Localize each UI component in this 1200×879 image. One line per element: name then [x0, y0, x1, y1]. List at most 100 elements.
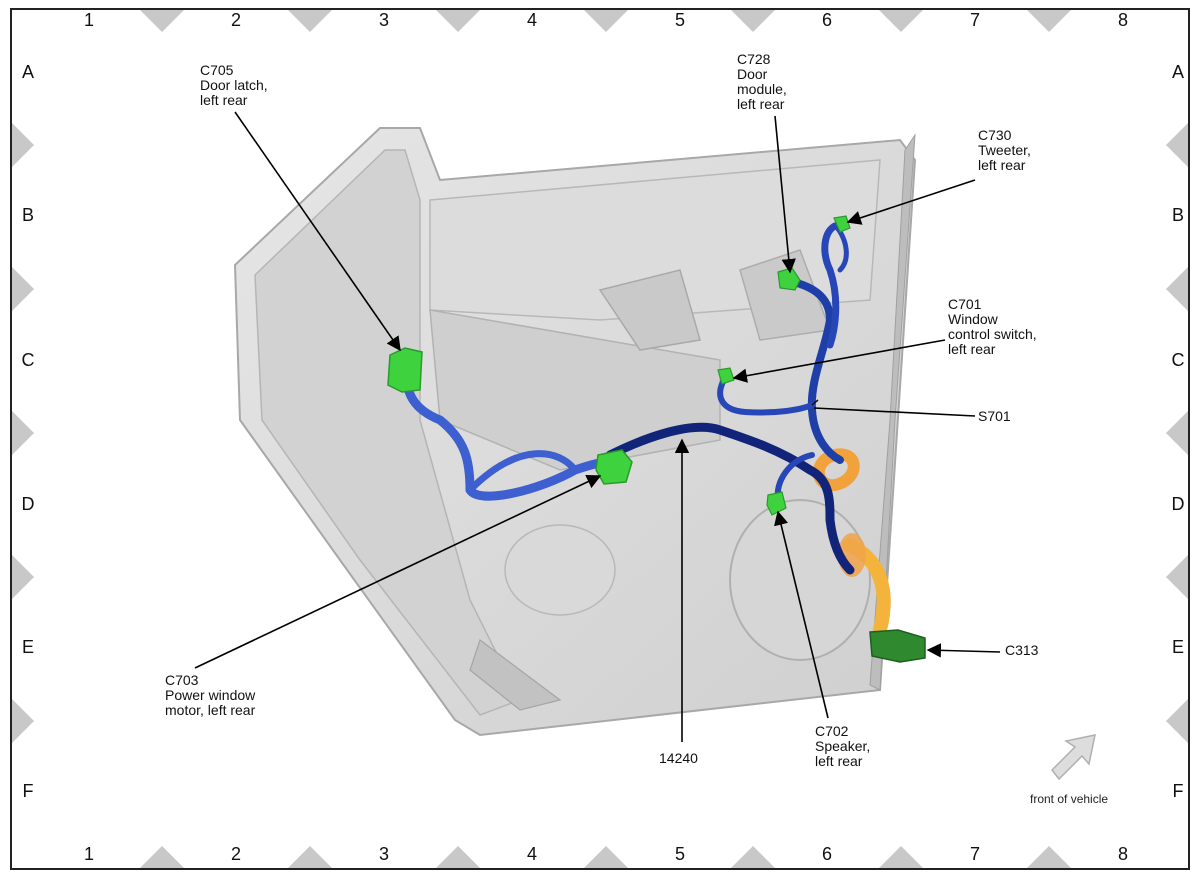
- callout-c728-line: left rear: [737, 96, 785, 112]
- front-of-vehicle-arrow-icon: [1051, 734, 1096, 781]
- callout-c703-line: motor, left rear: [165, 702, 256, 718]
- col-label-bottom-3: 3: [378, 844, 389, 864]
- callout-c705-line: C705: [200, 62, 234, 78]
- col-label-5: 5: [674, 10, 685, 30]
- row-label-b: B: [21, 205, 34, 225]
- connectors: [387, 215, 926, 663]
- row-label-e: E: [21, 637, 34, 657]
- grid-marker: [436, 846, 480, 868]
- grid-marker: [140, 10, 184, 32]
- callout-c703-line: C703: [165, 672, 199, 688]
- callout-c313: C313: [1005, 643, 1038, 658]
- row-label-right-e: E: [1171, 637, 1184, 657]
- col-label-3: 3: [378, 10, 389, 30]
- callout-c730-line: C730: [978, 127, 1012, 143]
- row-label-d: D: [21, 494, 35, 514]
- grid-marker: [879, 846, 923, 868]
- callout-c703-line: Power window: [165, 687, 256, 703]
- callout-c701-line: Window: [948, 311, 998, 327]
- grid-marker: [879, 10, 923, 32]
- callout-c705-line: Door latch,: [200, 77, 268, 93]
- col-label-bottom-5: 5: [674, 844, 685, 864]
- leader-c705: [234, 111, 401, 352]
- grid-marker: [1166, 411, 1188, 455]
- callout-c730-line: left rear: [978, 157, 1026, 173]
- callout-c702-line: Speaker,: [815, 738, 871, 754]
- callout-14240-line: 14240: [659, 750, 698, 766]
- callout-s701-line: S701: [978, 408, 1011, 424]
- grid-marker: [1166, 267, 1188, 311]
- grid-marker: [1166, 699, 1188, 743]
- grid-marker: [288, 10, 332, 32]
- row-label-f: F: [22, 781, 34, 801]
- grid-marker: [731, 846, 775, 868]
- leader-c730: [846, 179, 976, 225]
- blue-harness: [400, 221, 855, 575]
- callout-c705: C705 Door latch, left rear: [200, 63, 268, 108]
- col-label-1: 1: [83, 10, 94, 30]
- grid-marker: [12, 267, 34, 311]
- grid-marker: [1027, 10, 1071, 32]
- grid-marker: [140, 846, 184, 868]
- leader-s701: [813, 407, 976, 417]
- grid-marker: [1166, 123, 1188, 167]
- callout-c703: C703 Power window motor, left rear: [165, 673, 255, 718]
- col-label-4: 4: [526, 10, 537, 30]
- callout-c728-line: C728: [737, 51, 771, 67]
- leader-c313: [926, 643, 1001, 658]
- row-label-a: A: [21, 62, 34, 82]
- callout-c702-line: C702: [815, 723, 849, 739]
- leader-lines: [194, 111, 1001, 742]
- row-label-right-a: A: [1171, 62, 1184, 82]
- callout-c728-line: module,: [737, 81, 787, 97]
- col-label-bottom-6: 6: [821, 844, 832, 864]
- callout-c728-line: Door: [737, 66, 768, 82]
- row-label-right-f: F: [1172, 781, 1184, 801]
- col-label-bottom-1: 1: [83, 844, 94, 864]
- callout-c701-line: control switch,: [948, 326, 1037, 342]
- grid-marker: [584, 846, 628, 868]
- callout-c701-line: left rear: [948, 341, 996, 357]
- callout-c730-line: Tweeter,: [978, 142, 1031, 158]
- callout-s701: S701: [978, 409, 1011, 424]
- callout-c705-line: left rear: [200, 92, 248, 108]
- leader-c703: [194, 475, 602, 669]
- grid-marker: [1027, 846, 1071, 868]
- callout-c702: C702 Speaker, left rear: [815, 724, 870, 769]
- row-label-right-c: C: [1171, 350, 1185, 370]
- grid-marker: [731, 10, 775, 32]
- leader-c702: [774, 510, 829, 719]
- col-label-bottom-2: 2: [230, 844, 241, 864]
- row-label-right-d: D: [1171, 494, 1185, 514]
- col-label-bottom-7: 7: [969, 844, 980, 864]
- grid-marker: [12, 411, 34, 455]
- callout-14240: 14240: [659, 751, 698, 766]
- grid-marker: [1166, 555, 1188, 599]
- grid-marker: [584, 10, 628, 32]
- callout-c728: C728 Door module, left rear: [737, 52, 787, 112]
- col-label-7: 7: [969, 10, 980, 30]
- grid-marker: [288, 846, 332, 868]
- col-label-8: 8: [1117, 10, 1128, 30]
- row-label-c: C: [21, 350, 35, 370]
- col-label-6: 6: [821, 10, 832, 30]
- door-panel: [233, 127, 917, 737]
- leader-c728: [774, 115, 796, 274]
- grid-marker: [436, 10, 480, 32]
- callout-c702-line: left rear: [815, 753, 863, 769]
- grid-marker: [12, 123, 34, 167]
- col-label-2: 2: [230, 10, 241, 30]
- grid-marker: [12, 699, 34, 743]
- leader-c701: [732, 339, 946, 383]
- diagram-frame: [10, 8, 1190, 870]
- col-label-bottom-4: 4: [526, 844, 537, 864]
- row-label-right-b: B: [1171, 205, 1184, 225]
- callout-c730: C730 Tweeter, left rear: [978, 128, 1031, 173]
- callout-c701-line: C701: [948, 296, 982, 312]
- grid-marker: [12, 555, 34, 599]
- callout-c701: C701 Window control switch, left rear: [948, 297, 1037, 357]
- col-label-bottom-8: 8: [1117, 844, 1128, 864]
- front-of-vehicle-label: front of vehicle: [1030, 792, 1109, 806]
- callout-c313-line: C313: [1005, 642, 1039, 658]
